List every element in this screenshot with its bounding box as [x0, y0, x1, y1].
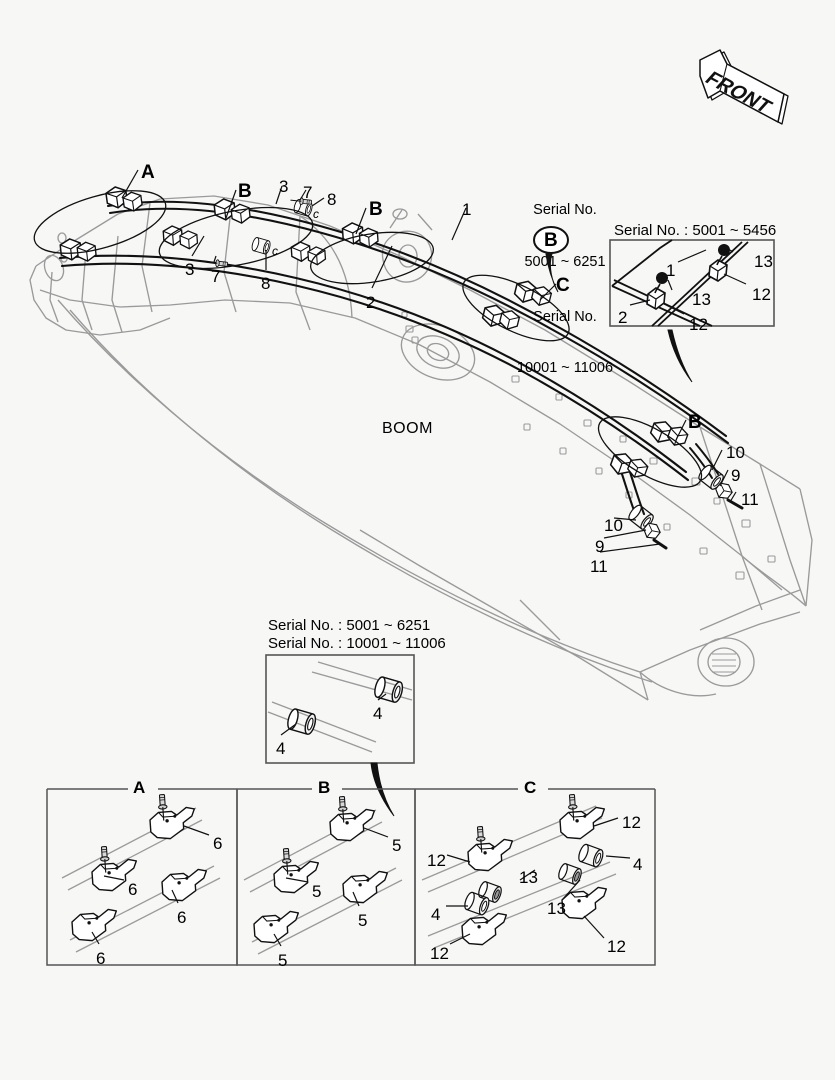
- callout-ellipses: [33, 190, 703, 488]
- panel-letter-a: A: [133, 778, 146, 797]
- part-number-10-8: 10: [726, 443, 745, 462]
- detail-panel-c-label-4-1: 4: [633, 855, 643, 874]
- detail-panel-c-label-4-6: 4: [431, 905, 441, 924]
- callout-letter-a: A: [141, 162, 155, 183]
- main-leader-lines: [121, 169, 737, 553]
- detail-panel-a-label-6-0: 6: [213, 834, 223, 853]
- part-number-11-10: 11: [741, 490, 759, 509]
- detail-center-label-4-0: 4: [373, 704, 383, 723]
- detail-tr-label-13-1: 13: [754, 252, 773, 271]
- part-number-11-13: 11: [590, 557, 608, 576]
- detail-tr-label-2-3: 2: [618, 308, 628, 327]
- badge-label-b: B: [544, 230, 558, 251]
- detail-tr-label-1-0: 1: [666, 261, 676, 280]
- detail-box-center-leaders: [280, 693, 387, 736]
- detail-panel-c: [414, 788, 656, 966]
- callout-ellipse-b2: [309, 231, 435, 285]
- detail-box-center-pointer: [370, 762, 395, 817]
- serial-note-b-line3: Serial No.: [533, 308, 597, 325]
- callout-letter-b3: B: [688, 412, 702, 433]
- panel-c-leaders: [446, 817, 631, 945]
- detail-box-center-title-1: Serial No. : 5001 ~ 6251: [268, 617, 431, 634]
- detail-panel-a-label-6-1: 6: [128, 880, 138, 899]
- callout-letter-b2: B: [369, 199, 383, 220]
- part-number-9-12: 9: [595, 537, 605, 556]
- detail-center-label-4-1: 4: [276, 739, 286, 758]
- panel-a-leaders: [91, 825, 210, 945]
- detail-box-center-title-2: Serial No. : 10001 ~ 11006: [268, 635, 446, 652]
- hose-mark-c-1: c: [272, 244, 278, 258]
- part-number-7-1: 7: [303, 183, 313, 202]
- part-number-7-4: 7: [211, 267, 221, 286]
- serial-note-b-line1: Serial No.: [533, 202, 597, 219]
- part-number-3-0: 3: [279, 177, 289, 196]
- detail-box-top-right-frame: [609, 239, 775, 327]
- detail-panel-b-label-5-3: 5: [278, 951, 288, 970]
- detail-panel-c-label-12-4: 12: [427, 851, 446, 870]
- callout-letter-b1: B: [238, 181, 252, 202]
- detail-panel-c-label-13-2: 13: [547, 899, 566, 918]
- callout-ellipse-c: [462, 274, 570, 342]
- hose-mark-c-0: c: [313, 207, 319, 221]
- callout-ellipse-b1: [158, 206, 314, 270]
- coupling-lower: [646, 272, 668, 310]
- callout-ellipse-b3: [597, 416, 703, 488]
- part-number-2-7: 2: [366, 293, 376, 312]
- detail-tr-label-12-2: 12: [752, 285, 771, 304]
- serial-note-b: Serial No. 5001 ~ 6251 Serial No. 10001 …: [500, 168, 630, 412]
- detail-box-top-right-pointer: [667, 329, 693, 383]
- callout-ellipse-a: [33, 190, 167, 254]
- detail-box-top-right-leaders: [629, 249, 747, 315]
- detail-panel-b-label-5-0: 5: [392, 836, 402, 855]
- detail-panel-b-label-5-1: 5: [312, 882, 322, 901]
- part-number-10-11: 10: [604, 516, 623, 535]
- serial-note-b-line4: 10001 ~ 11006: [516, 360, 614, 377]
- detail-panel-a-label-6-3: 6: [96, 949, 106, 968]
- detail-tr-label-13-4: 13: [692, 290, 711, 309]
- panel-letter-b: B: [318, 778, 331, 797]
- detail-panel-c-label-12-3: 12: [607, 937, 626, 956]
- badge-pointer-b: [545, 253, 559, 293]
- detail-panel-b-label-5-2: 5: [358, 911, 368, 930]
- detail-tr-label-12-5: 12: [689, 315, 708, 334]
- detail-panel-a: [46, 788, 238, 966]
- boom-label: BOOM: [382, 420, 433, 437]
- callout-letter-c: C: [556, 275, 570, 296]
- part-number-3-3: 3: [185, 260, 195, 279]
- detail-panel-c-label-12-0: 12: [622, 813, 641, 832]
- part-number-1-6: 1: [462, 200, 472, 219]
- detail-panel-c-label-13-5: 13: [519, 868, 538, 887]
- panel-letter-c: C: [524, 778, 537, 797]
- badge-circle-b: [533, 226, 569, 254]
- detail-box-top-right-title: Serial No. : 5001 ~ 5456: [614, 222, 777, 239]
- detail-panel-c-label-12-7: 12: [430, 944, 449, 963]
- panel-b-leaders: [273, 827, 389, 947]
- part-number-8-2: 8: [327, 190, 337, 209]
- part-number-8-5: 8: [261, 274, 271, 293]
- detail-panel-a-label-6-2: 6: [177, 908, 187, 927]
- part-number-9-9: 9: [731, 466, 741, 485]
